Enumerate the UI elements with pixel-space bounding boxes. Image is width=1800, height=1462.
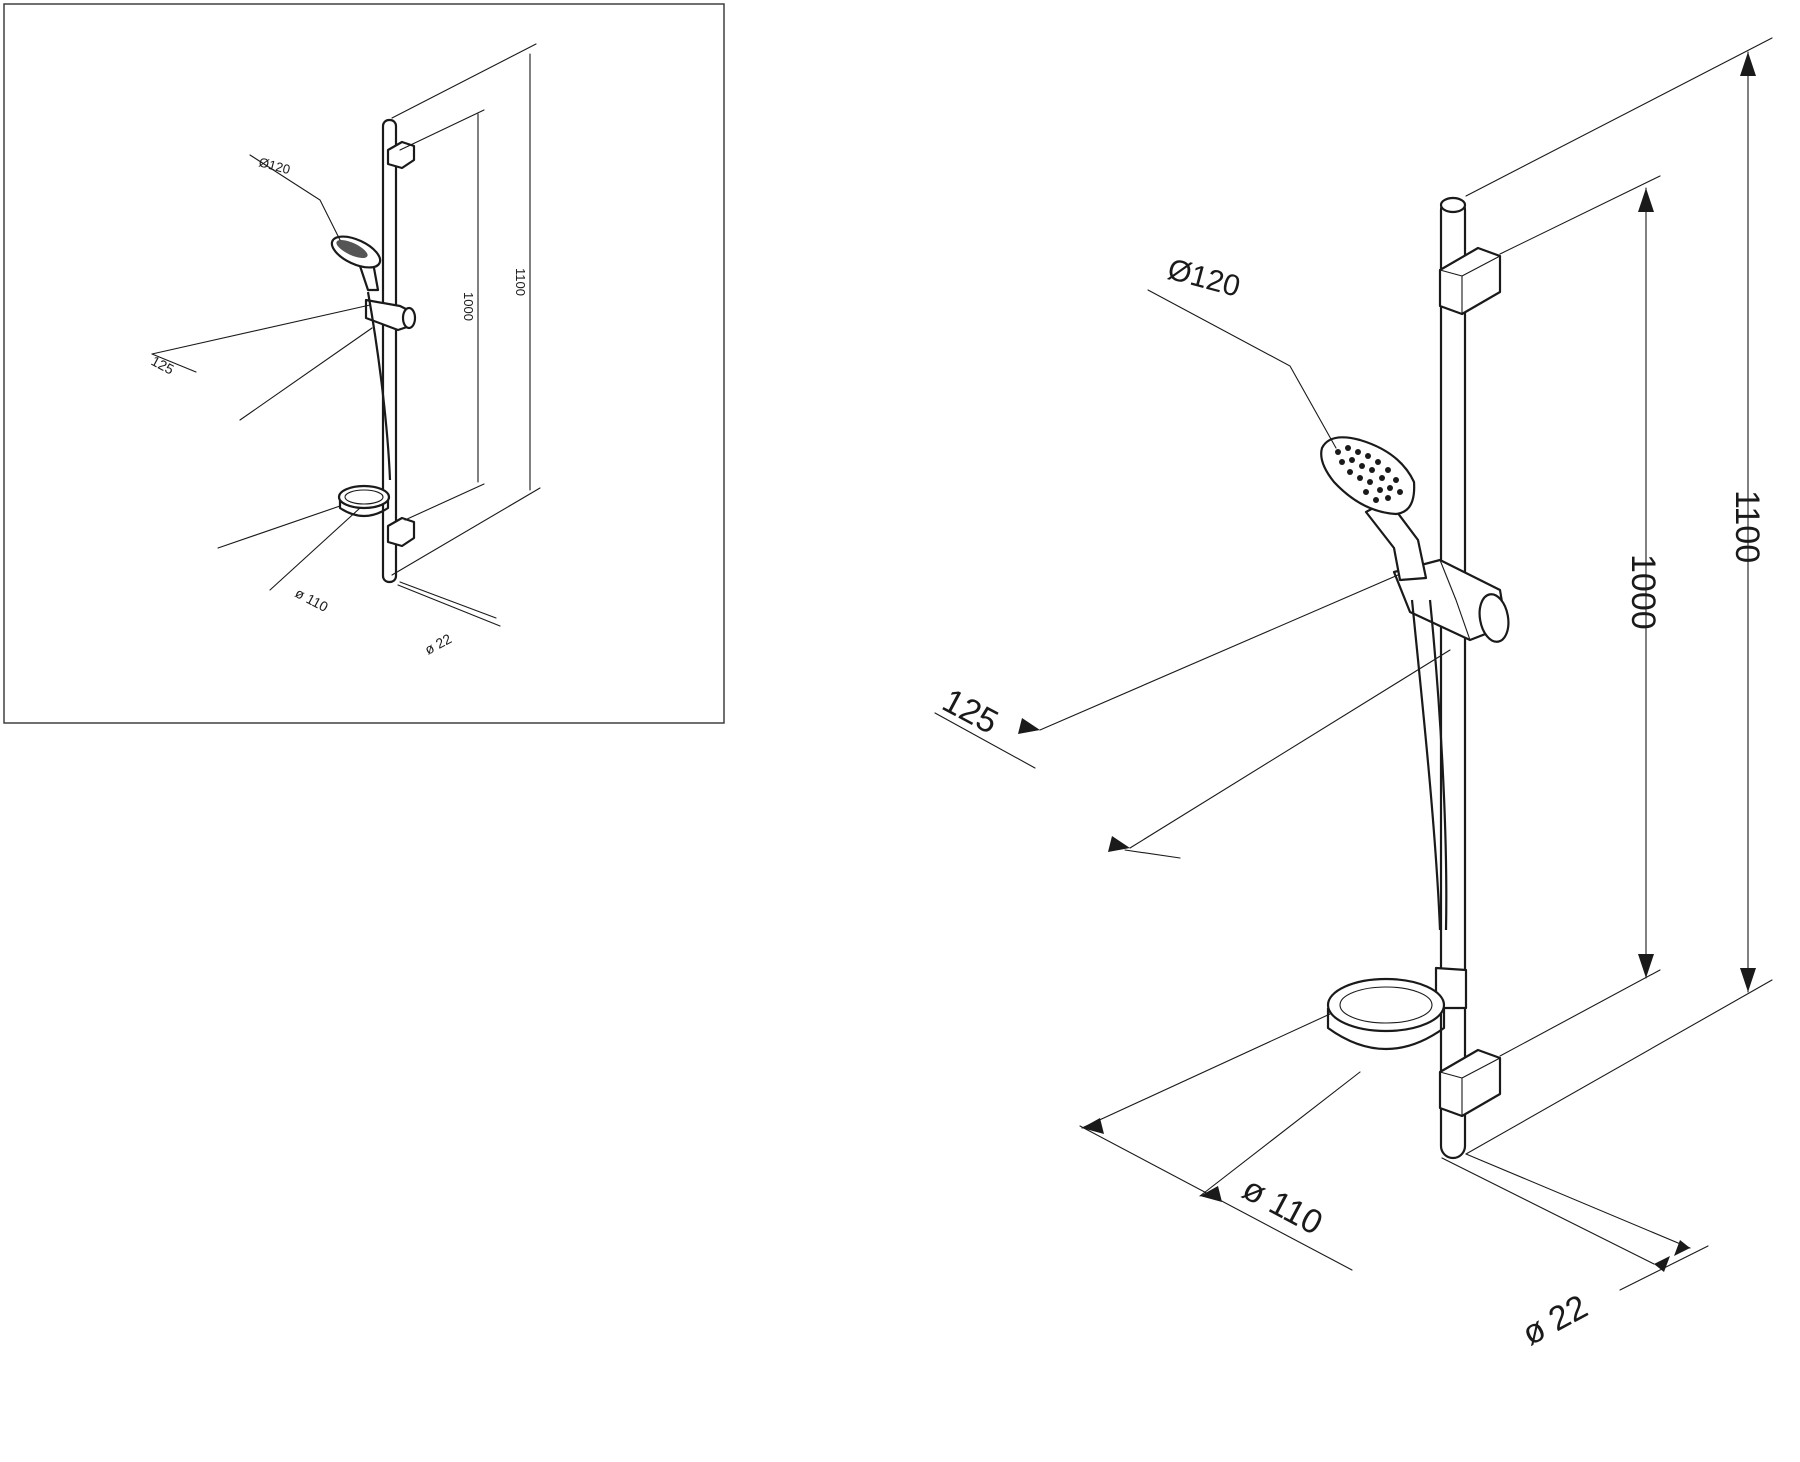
- hose-inner: [1428, 599, 1448, 931]
- rail-top-cap: [1439, 196, 1467, 214]
- thumbnail-dimension-lines: [151, 43, 541, 627]
- thumbnail-dim-total-height: 1100: [513, 268, 528, 296]
- thumbnail-nozzles: [336, 239, 368, 259]
- thumbnail-rail-length-label: 1000: [461, 292, 476, 321]
- main-dim-total-height: 1100: [1728, 490, 1766, 563]
- thumbnail-bottom-bracket: [386, 516, 416, 548]
- thumbnail-dim-rail-length: 1000: [461, 292, 476, 321]
- reach-label: 125: [936, 682, 1004, 742]
- thumbnail-soap-dish: [337, 484, 391, 510]
- total-height-label: 1100: [1728, 490, 1766, 563]
- thumbnail-top-bracket: [386, 140, 416, 170]
- rail-diameter-label: ø 22: [1516, 1288, 1594, 1353]
- thumbnail-dim-head: Ø120: [257, 154, 292, 177]
- thumbnail-view: Ø120 125 1100 1000 ø 110 ø 22: [3, 3, 725, 724]
- main-view: Ø120 125 1100 1000 ø 110 ø 22: [934, 37, 1773, 1353]
- thumbnail-rail-diameter-label: ø 22: [422, 630, 454, 657]
- shower-head-nozzles: [1335, 445, 1403, 503]
- main-dim-rail-length: 1000: [1624, 554, 1662, 630]
- main-product: [1320, 196, 1510, 1160]
- thumbnail-frame: [3, 3, 725, 724]
- slider-knob: [1478, 593, 1510, 643]
- thumbnail-hose: [366, 291, 392, 481]
- rail-length-label: 1000: [1624, 554, 1662, 630]
- thumbnail-reach-label: 125: [149, 353, 177, 378]
- thumbnail-soap-dish-inner: [344, 489, 384, 505]
- thumbnail-dim-dish: ø 110: [293, 585, 331, 616]
- soap-dish: [1326, 977, 1446, 1033]
- thumbnail-head-diameter-label: Ø120: [257, 154, 292, 177]
- main-dimension-lines: [934, 37, 1773, 1291]
- main-dim-dish: ø 110: [1236, 1170, 1328, 1243]
- thumbnail-rail: [381, 118, 398, 584]
- main-dim-rail-diameter: ø 22: [1516, 1288, 1594, 1353]
- main-dim-head: Ø120: [1164, 253, 1243, 304]
- soap-dish-wall: [1326, 1008, 1446, 1051]
- thumbnail-dim-rail-diameter: ø 22: [422, 630, 454, 657]
- hand-shower-head: [1320, 436, 1416, 516]
- dish-diameter-label: ø 110: [1236, 1170, 1328, 1243]
- soap-dish-inner: [1339, 986, 1433, 1024]
- hose-outer: [1410, 599, 1442, 931]
- thumbnail-dim-reach: 125: [149, 353, 177, 378]
- thumbnail-product: [330, 118, 417, 584]
- head-diameter-label: Ø120: [1164, 253, 1243, 304]
- main-dim-reach: 125: [936, 682, 1004, 742]
- thumbnail-dish-diameter-label: ø 110: [293, 585, 331, 616]
- thumbnail-soap-dish-wall: [338, 500, 390, 518]
- thumbnail-total-height-label: 1100: [513, 268, 528, 296]
- thumbnail-slider-knob: [401, 306, 417, 330]
